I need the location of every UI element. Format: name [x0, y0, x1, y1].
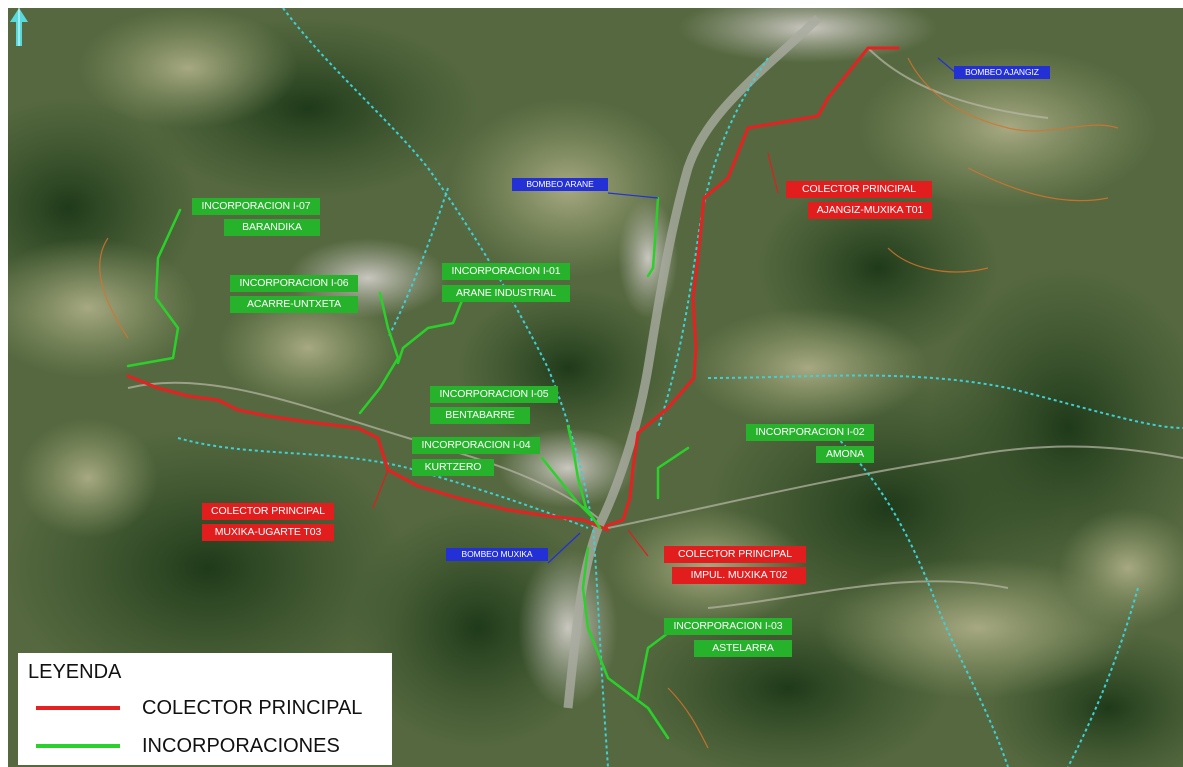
secondary-roads	[127, 47, 1183, 609]
rivers	[177, 8, 1183, 767]
label-i03-title: INCORPORACION I-03	[664, 618, 792, 635]
secondary-network	[99, 57, 1119, 749]
label-i02-title: INCORPORACION I-02	[746, 424, 874, 441]
label-i05-name: BENTABARRE	[430, 407, 530, 424]
label-i01-title: INCORPORACION I-01	[442, 263, 570, 280]
north-arrow-icon	[10, 8, 28, 46]
label-cp-t03-title: COLECTOR PRINCIPAL	[202, 503, 334, 520]
label-i07-name: BARANDIKA	[224, 219, 320, 236]
label-i02-name: AMONA	[816, 446, 874, 463]
legend-label-incorporaciones: INCORPORACIONES	[142, 735, 340, 757]
label-cp-t01-name: AJANGIZ-MUXIKA T01	[808, 202, 932, 219]
label-i06-name: ACARRE-UNTXETA	[230, 296, 358, 313]
label-cp-t01-title: COLECTOR PRINCIPAL	[786, 181, 932, 198]
collector-principal-lines	[126, 46, 900, 532]
label-leaders	[372, 57, 957, 564]
label-i01-name: ARANE INDUSTRIAL	[442, 285, 570, 302]
label-i06-title: INCORPORACION I-06	[230, 275, 358, 292]
label-cp-t03-name: MUXIKA-UGARTE T03	[202, 524, 334, 541]
label-i04-title: INCORPORACION I-04	[412, 437, 540, 454]
incorporaciones-lines	[126, 196, 690, 740]
label-i05-title: INCORPORACION I-05	[430, 386, 558, 403]
legend: LEYENDA COLECTOR PRINCIPAL INCORPORACION…	[18, 653, 392, 765]
aerial-map[interactable]: INCORPORACION I-07 BARANDIKA INCORPORACI…	[8, 8, 1183, 767]
label-bombeo-muxika: BOMBEO MUXIKA	[446, 548, 548, 561]
legend-label-colector: COLECTOR PRINCIPAL	[142, 697, 363, 719]
label-i03-name: ASTELARRA	[694, 640, 792, 657]
legend-swatch-colector	[36, 706, 120, 710]
legend-title: LEYENDA	[28, 661, 122, 683]
label-bombeo-ajangiz: BOMBEO AJANGIZ	[954, 66, 1050, 79]
legend-swatch-incorporaciones	[36, 744, 120, 748]
label-cp-t02-title: COLECTOR PRINCIPAL	[664, 546, 806, 563]
label-i07-title: INCORPORACION I-07	[192, 198, 320, 215]
label-cp-t02-name: IMPUL. MUXIKA T02	[672, 567, 806, 584]
label-bombeo-arane: BOMBEO ARANE	[512, 178, 608, 191]
label-i04-name: KURTZERO	[412, 459, 494, 476]
